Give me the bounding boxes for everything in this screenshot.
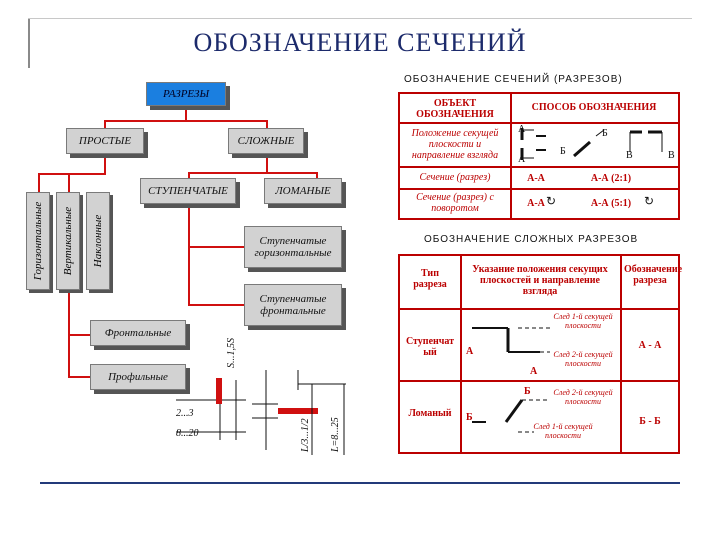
table2-letter-a: А: [466, 346, 474, 357]
inclined-label: Наклонные: [92, 214, 104, 268]
root-node: РАЗРЕЗЫ: [146, 82, 226, 106]
table1: ОБЪЕКТ ОБОЗНАЧЕНИЯ СПОСОБ ОБОЗНАЧЕНИЯ По…: [398, 92, 680, 220]
frame-top-line: [28, 18, 692, 19]
connector: [68, 173, 70, 193]
table1-title: ОБОЗНАЧЕНИЕ СЕЧЕНИЙ (РАЗРЕЗОВ): [404, 74, 623, 85]
table2-col-label: Обозначение разреза: [624, 264, 683, 286]
dimension-8-20: 8...20: [176, 428, 199, 439]
connector: [104, 155, 106, 175]
table1-letter-v: В: [626, 150, 633, 161]
table2-label-aa: А - А: [638, 340, 662, 351]
table2-row-divider: [400, 308, 678, 310]
connector: [188, 246, 244, 248]
table2-col-type: Тип разреза: [413, 268, 447, 290]
connector: [188, 304, 244, 306]
table2-note-step1: След 1-й секущей плоскости: [553, 312, 613, 330]
connector: [68, 376, 90, 378]
table1-letter-b: Б: [560, 146, 566, 157]
dimension-2-3: 2...3: [176, 408, 194, 419]
horizontal-node: Горизонтальные: [26, 192, 50, 290]
complex-node: СЛОЖНЫЕ: [228, 128, 304, 154]
table1-col-divider: [510, 94, 512, 218]
table2-type-stepped: Ступенчатый: [405, 336, 455, 358]
table1-section-aa-scale: А-А (2:1): [590, 173, 632, 184]
rotate-icon: ↻: [546, 194, 557, 208]
connector: [104, 120, 106, 128]
table2-type-broken: Ломаный: [408, 408, 452, 419]
table2-letter-a-2: А: [530, 366, 538, 377]
table2-col-divider: [620, 256, 622, 452]
table1-plane-graphic: [520, 128, 663, 160]
table1-row-divider: [400, 166, 678, 168]
frontal-node: Фронтальные: [90, 320, 186, 346]
table2-col-position: Указание положения секущих плоскостей и …: [472, 264, 608, 297]
table1-row-section: Сечение (разрез): [419, 172, 491, 183]
table1-row-rotated: Сечение (разрез) с поворотом: [416, 192, 494, 214]
connector: [188, 172, 190, 178]
vertical-label: Вертикальные: [62, 206, 74, 276]
dimension-l3: L/3...1/2: [300, 418, 311, 452]
table1-row-divider: [400, 122, 678, 124]
dimension-sketch-graphic: [176, 370, 346, 455]
stepped-frontal-node: Ступенчатые фронтальные: [244, 284, 342, 326]
simple-node: ПРОСТЫЕ: [66, 128, 144, 154]
table2-note-broken1: След 1-й секущей плоскости: [533, 422, 593, 440]
horizontal-label: Горизонтальные: [32, 201, 44, 281]
inclined-node: Наклонные: [86, 192, 110, 290]
table1-col-object: ОБЪЕКТ ОБОЗНАЧЕНИЯ: [416, 98, 494, 120]
page-title: ОБОЗНАЧЕНИЕ СЕЧЕНИЙ: [193, 28, 527, 57]
table1-rotated-aa-scale: А-А (5:1): [590, 198, 632, 209]
table1-section-aa: А-А: [527, 173, 545, 184]
table2: Тип разреза Указание положения секущих п…: [398, 254, 683, 454]
table1-col-method: СПОСОБ ОБОЗНАЧЕНИЯ: [531, 102, 657, 113]
connector: [188, 204, 190, 306]
connector: [188, 172, 318, 174]
table1-letter-a-bottom: А: [518, 154, 526, 165]
table1-row-plane: Положение секущей плоскости и направлени…: [411, 128, 499, 161]
profile-node: Профильные: [90, 364, 186, 390]
connector: [68, 334, 90, 336]
frame-left-line: [28, 18, 30, 68]
table2-note-step2: След 2-й секущей плоскости: [553, 350, 613, 368]
table1-letter-a-top: А: [518, 124, 526, 135]
table2-row-divider: [400, 380, 678, 382]
table2-title: ОБОЗНАЧЕНИЕ СЛОЖНЫХ РАЗРЕЗОВ: [424, 234, 639, 245]
stepped-horizontal-node: Ступенчатые горизонтальные: [244, 226, 342, 268]
table1-rotated-aa: А-А: [527, 198, 545, 209]
stepped-node: СТУПЕНЧАТЫЕ: [140, 178, 236, 204]
connector: [38, 173, 106, 175]
table1-letter-v-2: В: [668, 150, 675, 161]
table2-stepped-graphic: [472, 327, 550, 433]
vertical-node: Вертикальные: [56, 192, 80, 290]
table1-letter-b-2: Б: [602, 128, 608, 139]
connector: [38, 173, 40, 193]
dimension-l8: L=8...25: [330, 417, 341, 452]
connector: [185, 108, 187, 122]
connector: [316, 172, 318, 178]
table1-row-divider: [400, 188, 678, 190]
table2-letter-b: Б: [466, 412, 473, 423]
table2-col-divider: [460, 256, 462, 452]
dimension-s: S...1,5S: [226, 338, 237, 368]
table2-label-bb: Б - Б: [639, 416, 661, 427]
rotate-icon: ↻: [644, 194, 655, 208]
table2-note-broken2: След 2-й секущей плоскости: [553, 388, 613, 406]
connector: [104, 120, 268, 122]
table2-letter-b-2: Б: [524, 386, 531, 397]
connector: [266, 120, 268, 128]
bottom-rule: [40, 482, 680, 484]
broken-node: ЛОМАНЫЕ: [264, 178, 342, 204]
connector: [266, 155, 268, 173]
